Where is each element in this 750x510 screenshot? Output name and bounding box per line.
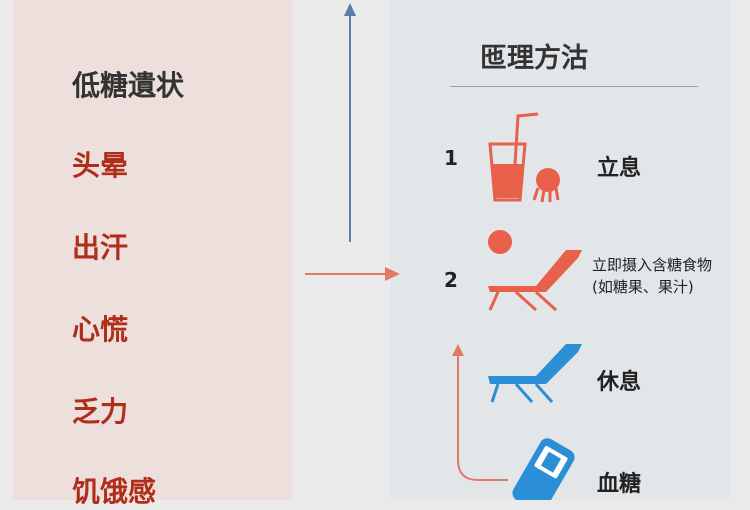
symptom-item: 乏力 bbox=[72, 395, 129, 428]
curved-arrow-icon bbox=[452, 344, 508, 481]
methods-title: 匜理方沽 bbox=[480, 43, 588, 74]
lounge-chair-blue-icon bbox=[488, 344, 582, 403]
step-number: 2 bbox=[444, 268, 458, 292]
step-number: 1 bbox=[444, 146, 458, 170]
symptom-item: 出汗 bbox=[72, 231, 129, 264]
step-label: 立息 bbox=[597, 156, 642, 181]
symptom-item: 饥饿感 bbox=[72, 475, 157, 508]
up-arrow-icon bbox=[344, 3, 356, 242]
extra-label: 休息 bbox=[597, 370, 642, 395]
extra-label: 血糖 bbox=[597, 472, 642, 497]
symptom-item: 头晕 bbox=[72, 149, 129, 182]
step-label: 立即摄入含糖食物 bbox=[592, 256, 713, 274]
symptoms-title: 低糖遺状 bbox=[72, 69, 185, 102]
step-note: (如糖果、果汁) bbox=[592, 278, 694, 296]
methods-panel bbox=[390, 0, 730, 500]
lounge-chair-icon bbox=[488, 230, 582, 312]
symptom-item: 心慌 bbox=[72, 313, 129, 346]
right-arrow-icon bbox=[305, 267, 400, 281]
symptoms-panel bbox=[13, 0, 292, 500]
glucose-meter-icon bbox=[512, 438, 575, 500]
juice-glass-icon bbox=[488, 112, 560, 203]
divider bbox=[450, 86, 698, 87]
